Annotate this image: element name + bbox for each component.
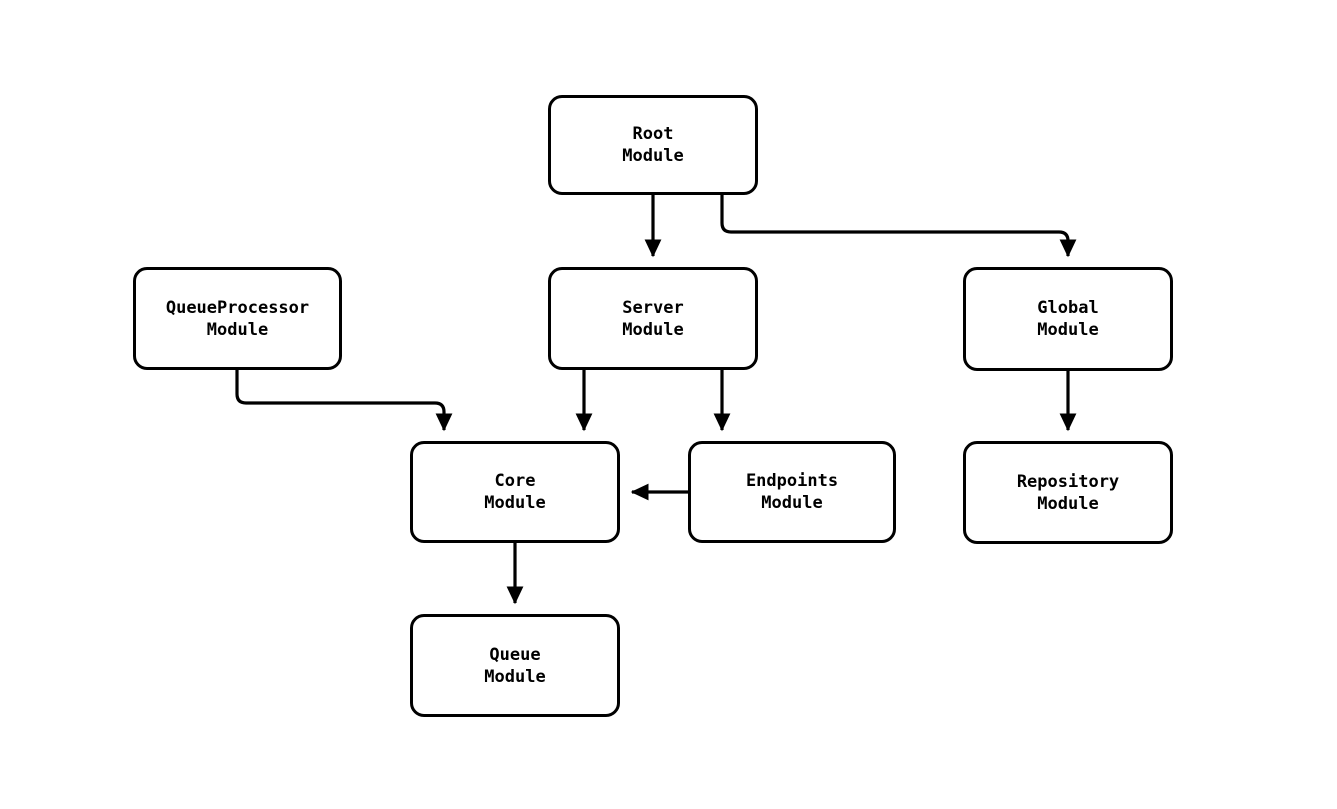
- node-queueprocessor-module-label-line1: QueueProcessor: [165, 297, 310, 318]
- node-root-module-label-line1: Root: [632, 124, 674, 144]
- node-global-module-label-line2: Module: [1037, 320, 1099, 340]
- edge-root-to-global: [720, 195, 1077, 258]
- node-endpoints-module-label-line2: Module: [761, 493, 823, 513]
- node-repository-module-label-line2: Module: [1037, 493, 1099, 514]
- node-queueprocessor-module[interactable]: QueueProcessor Module: [133, 267, 342, 370]
- node-server-module-label-line2: Module: [622, 319, 684, 340]
- node-server-module-label-line1: Server: [622, 297, 684, 318]
- node-core-module-label-line2: Module: [484, 493, 546, 513]
- node-core-module-label-line1: Core: [494, 471, 536, 491]
- node-queue-module-label-line2: Module: [484, 666, 546, 687]
- node-queue-module-label-line1: Queue: [489, 644, 541, 665]
- node-endpoints-module-label-line1: Endpoints: [745, 471, 839, 491]
- node-server-module[interactable]: Server Module: [548, 267, 758, 370]
- node-repository-module-label-line1: Repository: [1016, 471, 1120, 492]
- node-endpoints-module[interactable]: Endpoints Module: [688, 441, 896, 543]
- node-global-module-label-line1: Global: [1037, 298, 1099, 318]
- node-repository-module[interactable]: Repository Module: [963, 441, 1173, 544]
- node-global-module[interactable]: Global Module: [963, 267, 1173, 371]
- edge-queueprocessor-to-core: [235, 370, 453, 432]
- node-queueprocessor-module-label-line2: Module: [206, 319, 269, 340]
- node-queue-module[interactable]: Queue Module: [410, 614, 620, 717]
- node-core-module[interactable]: Core Module: [410, 441, 620, 543]
- node-root-module[interactable]: Root Module: [548, 95, 758, 195]
- node-root-module-label-line2: Module: [622, 146, 684, 166]
